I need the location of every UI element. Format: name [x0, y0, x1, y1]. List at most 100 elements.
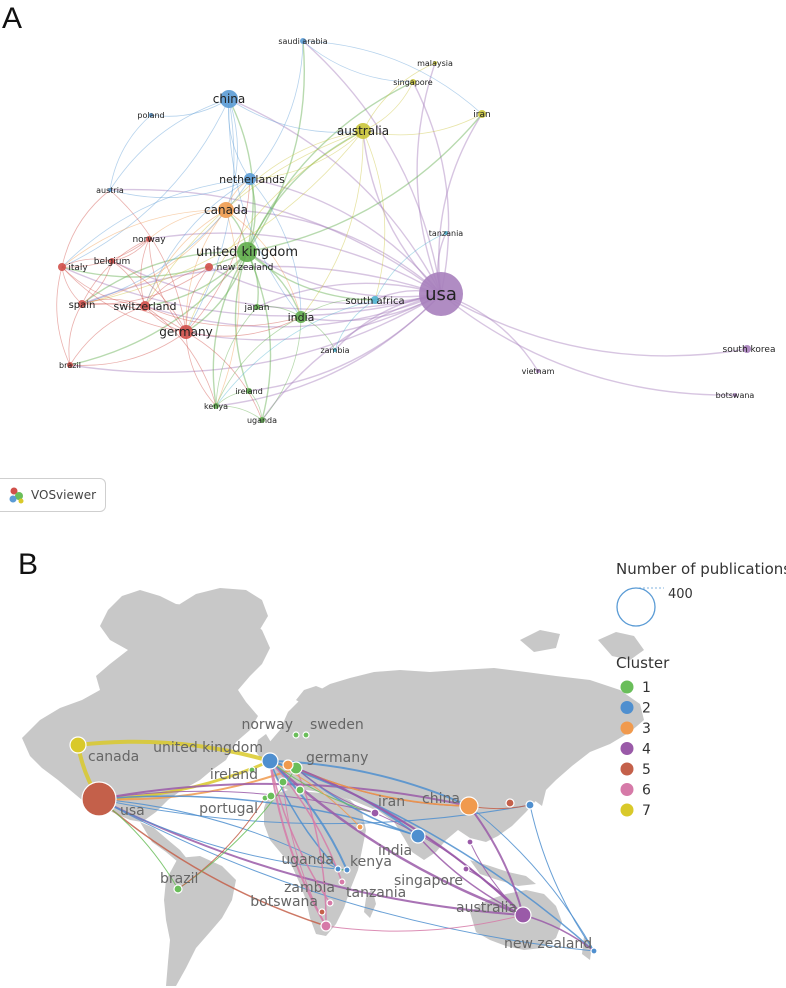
- network-node-label: japan: [244, 303, 270, 313]
- map-node-india[interactable]: [410, 828, 426, 844]
- network-node-china[interactable]: china: [213, 90, 246, 108]
- network-link: [81, 266, 210, 305]
- network-node-germany[interactable]: germany: [159, 325, 213, 339]
- network-node-belgium[interactable]: belgium: [94, 257, 130, 267]
- map-link: [325, 914, 524, 932]
- network-node-label: kenya: [204, 402, 228, 411]
- map-label-kenya: kenya: [350, 854, 392, 870]
- map-node-botswana[interactable]: [318, 908, 326, 916]
- network-node-brazil[interactable]: brazil: [59, 361, 81, 370]
- map-node-south-africa[interactable]: [320, 920, 332, 932]
- network-link: [416, 62, 442, 295]
- legend-size-value: 400: [668, 587, 693, 602]
- legend-cluster-7: 7: [620, 803, 651, 819]
- network-node-poland[interactable]: poland: [137, 111, 164, 120]
- network-node-singapore[interactable]: singapore: [393, 78, 433, 87]
- network-node-canada[interactable]: canada: [204, 202, 248, 218]
- network-node-uganda[interactable]: uganda: [247, 416, 277, 425]
- network-node-ireland[interactable]: ireland: [235, 387, 263, 396]
- map-node-switzerland[interactable]: [278, 777, 288, 787]
- map-node-ireland[interactable]: [248, 766, 256, 774]
- network-node-united-kingdom[interactable]: united kingdom: [196, 242, 298, 262]
- legend-size-title: Number of publications: [616, 560, 786, 578]
- network-node-circle: [259, 417, 265, 423]
- map-node-zambia[interactable]: [326, 899, 334, 907]
- map-node-new-zealand[interactable]: [590, 947, 598, 955]
- map-node-iran[interactable]: [370, 808, 380, 818]
- map-node-saudi-arabia[interactable]: [356, 823, 364, 831]
- network-node-usa[interactable]: usa: [419, 272, 463, 316]
- map-node-south-korea[interactable]: [505, 798, 515, 808]
- network-node-zambia[interactable]: zambia: [320, 346, 349, 355]
- network-node-spain[interactable]: spain: [69, 300, 96, 311]
- network-link: [61, 258, 113, 268]
- map-node-australia[interactable]: [514, 906, 532, 924]
- network-link: [144, 251, 248, 307]
- network-link: [81, 260, 113, 305]
- network-link: [212, 251, 248, 407]
- network-link: [225, 209, 302, 318]
- map-link: [269, 760, 595, 952]
- map-node-united-kingdom[interactable]: [261, 752, 279, 770]
- network-node-new-zealand[interactable]: new zealand: [205, 263, 273, 273]
- network-link: [215, 209, 240, 407]
- network-node-netherlands[interactable]: netherlands: [219, 173, 285, 186]
- map-node-brazil[interactable]: [173, 884, 183, 894]
- map-node-sweden[interactable]: [302, 731, 310, 739]
- map-link: [269, 760, 339, 870]
- network-link: [246, 40, 306, 253]
- network-link: [185, 331, 263, 421]
- map-node-canada[interactable]: [69, 736, 87, 754]
- network-link: [185, 209, 227, 333]
- network-node-italy[interactable]: italy: [58, 263, 88, 273]
- map-node-kenya[interactable]: [343, 866, 351, 874]
- legend-cluster-label: 2: [642, 701, 651, 717]
- map-node-italy[interactable]: [295, 785, 305, 795]
- network-node-label: austria: [96, 186, 124, 195]
- network-node-austria[interactable]: austria: [96, 186, 124, 195]
- map-node-uganda[interactable]: [334, 865, 342, 873]
- network-node-circle: [371, 296, 379, 304]
- network-link: [334, 299, 376, 351]
- legend-cluster-swatch: [620, 680, 634, 694]
- network-node-label: brazil: [59, 361, 81, 370]
- network-node-india[interactable]: india: [288, 311, 315, 324]
- network-node-saudi-arabia[interactable]: saudi arabia: [278, 37, 327, 46]
- map-node-netherlands[interactable]: [282, 759, 294, 771]
- network-node-norway[interactable]: norway: [132, 235, 166, 245]
- map-node-vietnam[interactable]: [466, 838, 474, 846]
- network-node-label: switzerland: [114, 300, 177, 313]
- network-node-malaysia[interactable]: malaysia: [417, 59, 453, 68]
- network-link: [69, 293, 442, 373]
- network-node-circle: [218, 202, 234, 218]
- map-link: [269, 760, 376, 814]
- map-link: [98, 790, 376, 814]
- network-node-label: canada: [204, 203, 248, 217]
- map-node-usa[interactable]: [81, 781, 117, 817]
- map-node-japan[interactable]: [525, 800, 535, 810]
- network-node-vietnam[interactable]: vietnam: [522, 367, 555, 376]
- network-node-botswana[interactable]: botswana: [716, 391, 755, 400]
- network-node-australia[interactable]: australia: [337, 123, 389, 139]
- network-link: [225, 209, 442, 295]
- network-link: [81, 265, 442, 305]
- vosviewer-badge[interactable]: VOSviewer: [0, 478, 106, 512]
- map-node-singapore[interactable]: [462, 865, 470, 873]
- network-node-tanzania[interactable]: tanzania: [429, 229, 464, 238]
- network-link: [302, 40, 414, 83]
- network-node-south-africa[interactable]: south africa: [345, 296, 405, 307]
- map-node-norway[interactable]: [292, 731, 300, 739]
- map-node-tanzania[interactable]: [338, 878, 346, 886]
- network-node-label: singapore: [393, 78, 433, 87]
- network-node-kenya[interactable]: kenya: [204, 402, 228, 411]
- map-node-china[interactable]: [459, 796, 479, 816]
- network-link: [61, 178, 251, 268]
- network-node-japan[interactable]: japan: [244, 303, 270, 313]
- network-node-iran[interactable]: iran: [473, 110, 491, 120]
- network-node-south-korea[interactable]: south korea: [723, 345, 776, 355]
- network-node-switzerland[interactable]: switzerland: [114, 300, 177, 313]
- network-node-label: saudi arabia: [278, 37, 327, 46]
- map-label-portugal: portugal: [199, 801, 258, 817]
- map-node-spain[interactable]: [266, 791, 276, 801]
